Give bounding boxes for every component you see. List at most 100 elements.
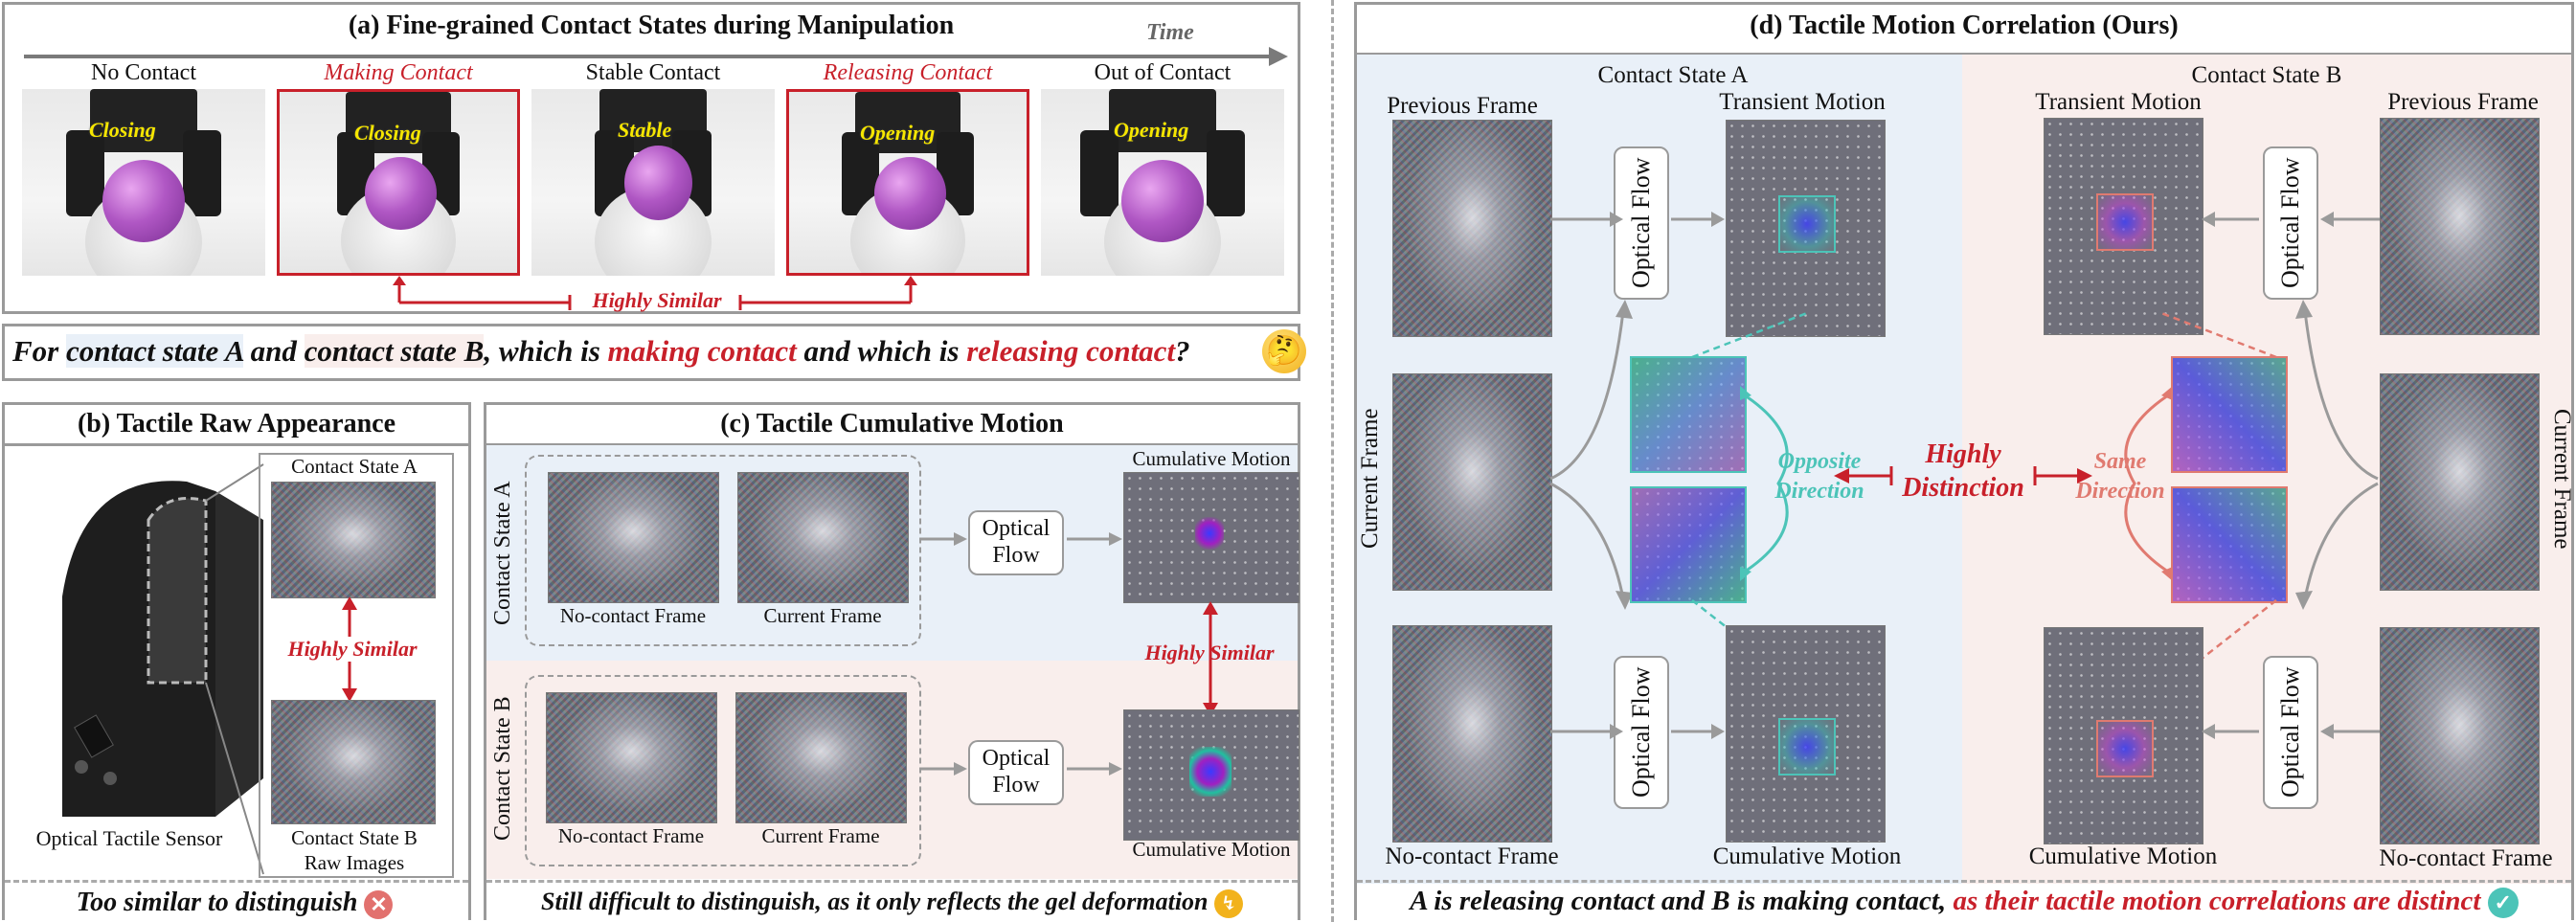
a-transient-roi bbox=[1778, 195, 1836, 253]
state-label-stable-contact: Stable Contact bbox=[585, 60, 721, 85]
opposite-direction-arc bbox=[1740, 386, 1789, 581]
raw-image-state-b bbox=[271, 700, 436, 824]
a-current-frame bbox=[1392, 373, 1552, 591]
similarity-label-a: Highly Similar bbox=[592, 288, 722, 312]
panel-c-title: (c) Tactile Cumulative Motion bbox=[486, 409, 1298, 446]
c-similarity-label: Highly Similar bbox=[1144, 641, 1275, 664]
state-label-no-contact: No Contact bbox=[91, 60, 196, 85]
b-no-contact-frame bbox=[2380, 627, 2540, 844]
cross-icon: ✕ bbox=[364, 889, 394, 919]
question-mid2: , which is bbox=[484, 334, 608, 368]
zoom-lines bbox=[205, 463, 264, 875]
a-cumulative-motion-label: Cumulative Motion bbox=[1712, 843, 1902, 869]
raw-image-state-a bbox=[271, 482, 436, 598]
d-state-b-label: Contact State B bbox=[2191, 62, 2342, 88]
row-a-current-label: Current Frame bbox=[763, 604, 882, 627]
thinking-emoji-icon: 🤔 bbox=[1262, 329, 1306, 373]
row-b-arrow-1 bbox=[919, 762, 967, 776]
row-b-label: Contact State B bbox=[490, 696, 515, 842]
b-bottom-arrows bbox=[2202, 724, 2380, 739]
panel-d-footer-red: as their tactile motion correlations are… bbox=[1953, 886, 2481, 916]
row-b-optical-flow-box: Optical Flow bbox=[968, 740, 1064, 805]
action-label-closing-1: Closing bbox=[89, 118, 156, 142]
state-label-out-of-contact: Out of Contact bbox=[1094, 60, 1232, 85]
question-mid1: and bbox=[242, 334, 305, 368]
row-a-arrow-2 bbox=[1067, 532, 1122, 546]
b-zoom-connectors bbox=[2160, 311, 2277, 691]
b-zoom-cumulative-flow bbox=[2173, 488, 2286, 601]
row-a-frames-group bbox=[525, 455, 921, 646]
optical-tactile-sensor-image bbox=[62, 481, 263, 817]
panel-a: (a) Fine-grained Contact States during M… bbox=[2, 2, 1300, 314]
panel-c-divider bbox=[486, 880, 1298, 883]
raw-similarity-label: Highly Similar bbox=[271, 637, 434, 662]
state-label-releasing-contact: Releasing Contact bbox=[823, 60, 993, 85]
b-branch-arrows bbox=[2295, 300, 2379, 610]
panel-b: (b) Tactile Raw Appearance Contact State… bbox=[2, 402, 471, 920]
row-a-arrow-1 bbox=[919, 532, 967, 546]
same-direction-label: Same Direction bbox=[2075, 449, 2165, 505]
panel-b-title: (b) Tactile Raw Appearance bbox=[5, 409, 468, 446]
section-separator bbox=[1331, 0, 1334, 922]
state-label-making-contact: Making Contact bbox=[324, 60, 473, 85]
b-zoom-transient-flow bbox=[2173, 358, 2286, 471]
a-zoom-transient-flow bbox=[1632, 358, 1745, 471]
a-top-arrows bbox=[1550, 212, 1725, 227]
b-current-frame-label: Current Frame bbox=[2549, 408, 2575, 550]
sensor-label: Optical Tactile Sensor bbox=[35, 826, 223, 850]
photo-releasing-contact: Opening bbox=[786, 89, 1029, 276]
action-label-opening-2: Opening bbox=[1114, 118, 1189, 142]
question-releasing: releasing contact bbox=[966, 334, 1176, 368]
row-b-cumulative-label: Cumulative Motion bbox=[1132, 838, 1291, 861]
raw-images-box bbox=[259, 453, 454, 878]
b-top-arrows bbox=[2202, 212, 2380, 227]
b-zoom-transient bbox=[2171, 356, 2288, 473]
action-label-stable: Stable bbox=[618, 118, 672, 142]
a-bottom-arrows bbox=[1550, 724, 1725, 739]
a-previous-frame bbox=[1392, 120, 1552, 337]
row-a-no-contact-label: No-contact Frame bbox=[559, 604, 707, 627]
b-zoom-cumulative bbox=[2171, 486, 2288, 603]
panel-b-footer: Too similar to distinguish ✕ bbox=[5, 888, 464, 919]
a-no-contact-frame-label: No-contact Frame bbox=[1385, 843, 1559, 869]
row-b-no-contact-frame bbox=[546, 692, 717, 823]
row-b-motion-spot bbox=[1189, 747, 1232, 797]
a-transient-motion-label: Transient Motion bbox=[1719, 89, 1886, 115]
time-label: Time bbox=[1146, 20, 1194, 45]
row-b-frames-group bbox=[525, 675, 921, 866]
a-previous-frame-label: Previous Frame bbox=[1387, 93, 1538, 119]
b-cumulative-motion-image bbox=[2044, 627, 2203, 844]
check-icon: ✓ bbox=[2487, 888, 2519, 919]
b-previous-frame-label: Previous Frame bbox=[2387, 89, 2539, 115]
raw-state-b-label: Contact State B bbox=[291, 826, 418, 849]
row-a-cumulative-label: Cumulative Motion bbox=[1132, 447, 1291, 470]
panel-d-title: (d) Tactile Motion Correlation (Ours) bbox=[1357, 11, 2571, 56]
action-label-opening-1: Opening bbox=[860, 121, 936, 145]
panel-c-footer-text: Still difficult to distinguish, as it on… bbox=[540, 888, 1209, 915]
panel-c: (c) Tactile Cumulative Motion Contact St… bbox=[484, 402, 1300, 920]
a-cumulative-roi bbox=[1778, 718, 1836, 776]
b-cumulative-motion-label: Cumulative Motion bbox=[2028, 843, 2218, 869]
row-a-cumulative-motion-image bbox=[1123, 472, 1299, 603]
raw-state-a-label: Contact State A bbox=[291, 455, 418, 478]
d-state-a-label: Contact State A bbox=[1597, 62, 1749, 88]
a-transient-motion-image bbox=[1726, 120, 1886, 337]
b-cumulative-roi bbox=[2096, 720, 2154, 777]
row-b-cumulative-motion-image bbox=[1123, 709, 1299, 841]
question-state-a: contact state A bbox=[66, 334, 243, 368]
panel-d-footer-black: A is releasing contact and B is making c… bbox=[1410, 886, 1954, 916]
question-prefix: For bbox=[12, 334, 66, 368]
row-a-motion-spot bbox=[1195, 517, 1224, 550]
b-previous-frame bbox=[2380, 118, 2540, 335]
photo-making-contact: Closing bbox=[277, 89, 520, 276]
row-b-current-frame bbox=[735, 692, 907, 823]
same-direction-arc bbox=[2124, 386, 2173, 581]
raw-images-label: Raw Images bbox=[304, 851, 405, 874]
b-transient-motion-label: Transient Motion bbox=[2035, 89, 2202, 115]
distinction-arrows bbox=[1834, 466, 2092, 485]
photo-no-contact: Closing bbox=[22, 89, 265, 276]
panel-b-footer-text: Too similar to distinguish bbox=[76, 888, 358, 917]
question-text: For contact state A and contact state B,… bbox=[2, 324, 1300, 381]
a-current-frame-label: Current Frame bbox=[1357, 408, 1383, 550]
panel-b-divider bbox=[5, 880, 468, 883]
